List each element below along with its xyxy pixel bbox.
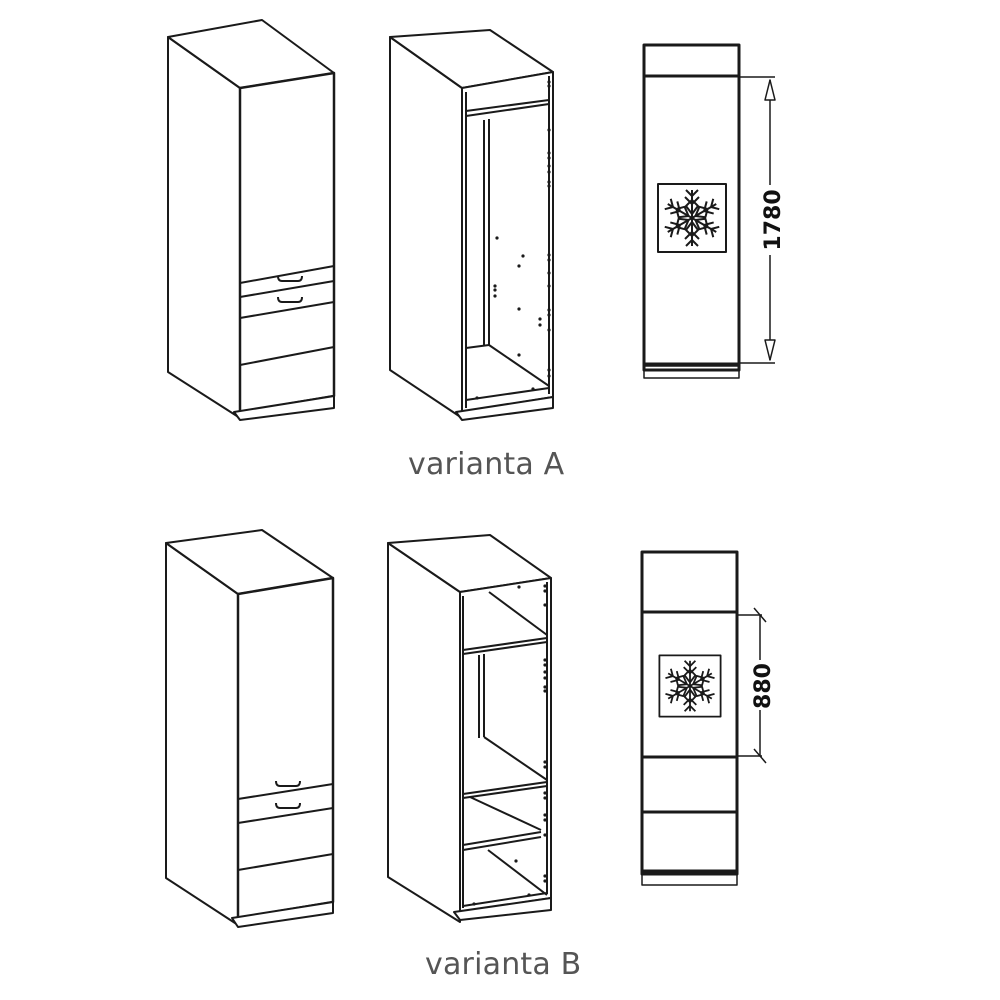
variant-b-front-schematic: [640, 550, 767, 886]
variant-b-open-carcass: [387, 534, 552, 923]
variant-a-open-carcass: [389, 29, 554, 421]
snowflake-icon: [659, 655, 720, 716]
snowflake-icon: [658, 184, 726, 252]
caption-variant-b: varianta B: [425, 947, 582, 982]
variant-a-closed-cabinet: [167, 19, 336, 421]
caption-variant-a: varianta A: [408, 447, 565, 482]
variant-b-closed-cabinet: [165, 529, 335, 928]
dimension-label-a: 1780: [761, 189, 786, 250]
variant-a-front-schematic: [642, 43, 776, 379]
dimension-label-b: 880: [751, 663, 776, 709]
